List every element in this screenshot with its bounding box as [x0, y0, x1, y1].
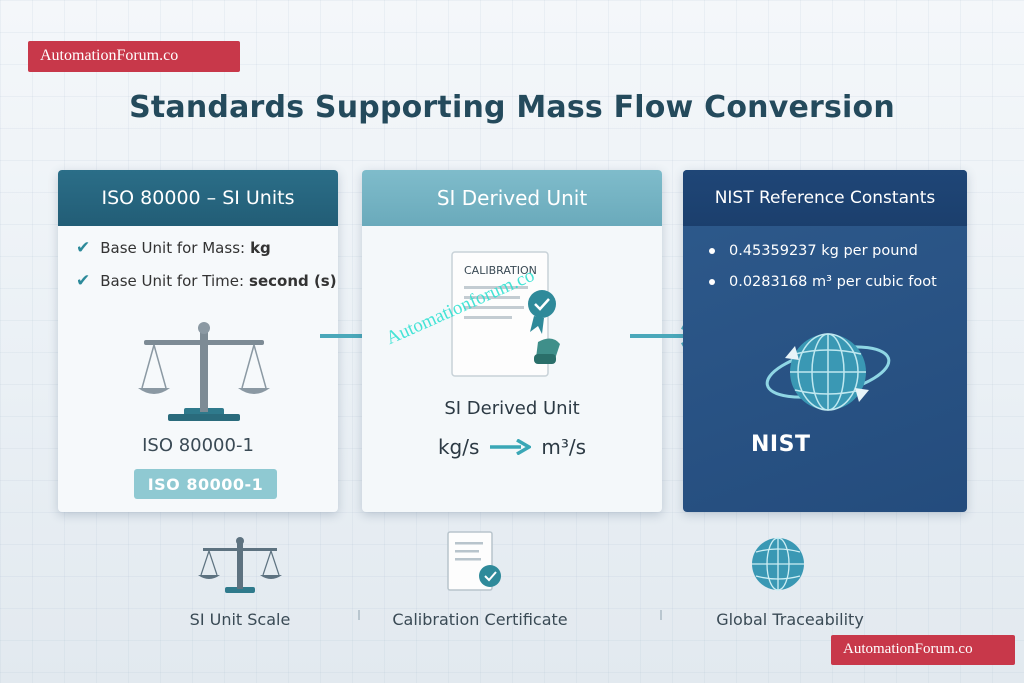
balance-scale-icon [138, 322, 270, 421]
unit-conversion-row: kg/s m³/s [362, 435, 662, 459]
time-unit-value: second (s) [249, 272, 337, 290]
iso-80000-card: ISO 80000 – SI Units ✔ Base Unit for Mas… [58, 170, 338, 512]
footer-label-calibration-certificate: Calibration Certificate [392, 610, 568, 629]
time-unit-label: Base Unit for Time: [100, 272, 245, 290]
certificate-title: CALIBRATION [464, 264, 537, 277]
mass-unit-value: kg [250, 239, 271, 257]
mass-unit-label: Base Unit for Mass: [100, 239, 246, 257]
si-derived-caption: SI Derived Unit [444, 398, 580, 419]
globe-icon [752, 537, 804, 591]
nist-card-heading: NIST Reference Constants [683, 170, 967, 226]
page-title: Standards Supporting Mass Flow Conversio… [129, 90, 895, 125]
iso-badge: ISO 80000-1 [134, 469, 277, 499]
iso-card-heading: ISO 80000 – SI Units [58, 170, 338, 226]
nist-card: NIST Reference Constants 0.45359237 kg p… [683, 170, 967, 512]
certificate-icon: CALIBRATION [451, 251, 560, 377]
iso-caption: ISO 80000-1 [142, 435, 254, 456]
arrow-right-icon [490, 439, 532, 455]
footer-label-si-unit-scale: SI Unit Scale [189, 610, 291, 629]
to-unit: m³/s [541, 435, 587, 459]
certificate-icon [447, 531, 501, 591]
from-unit: kg/s [437, 435, 480, 459]
checkmark-icon: ✔ [76, 271, 91, 291]
nist-constant-item: 0.0283168 m³ per cubic foot [709, 274, 937, 290]
footer-label-global-traceability: Global Traceability [716, 610, 864, 629]
balance-scale-icon [198, 537, 282, 593]
si-derived-card: SI Derived Unit CALIBRATION SI Derived U… [362, 170, 662, 512]
nist-label: NIST [751, 432, 811, 457]
mass-unit-item: ✔ Base Unit for Mass: kg [76, 238, 271, 258]
time-unit-item: ✔ Base Unit for Time: second (s) [76, 271, 337, 291]
si-card-heading: SI Derived Unit [362, 170, 662, 226]
brand-logo-top: AutomationForum.co [28, 41, 240, 72]
brand-logo-bottom: AutomationForum.co [831, 635, 1015, 665]
checkmark-icon: ✔ [76, 238, 91, 258]
nist-constant-item: 0.45359237 kg per pound [709, 243, 918, 259]
footer-divider [660, 610, 662, 620]
globe-icon [765, 333, 891, 411]
footer-divider [358, 610, 360, 620]
